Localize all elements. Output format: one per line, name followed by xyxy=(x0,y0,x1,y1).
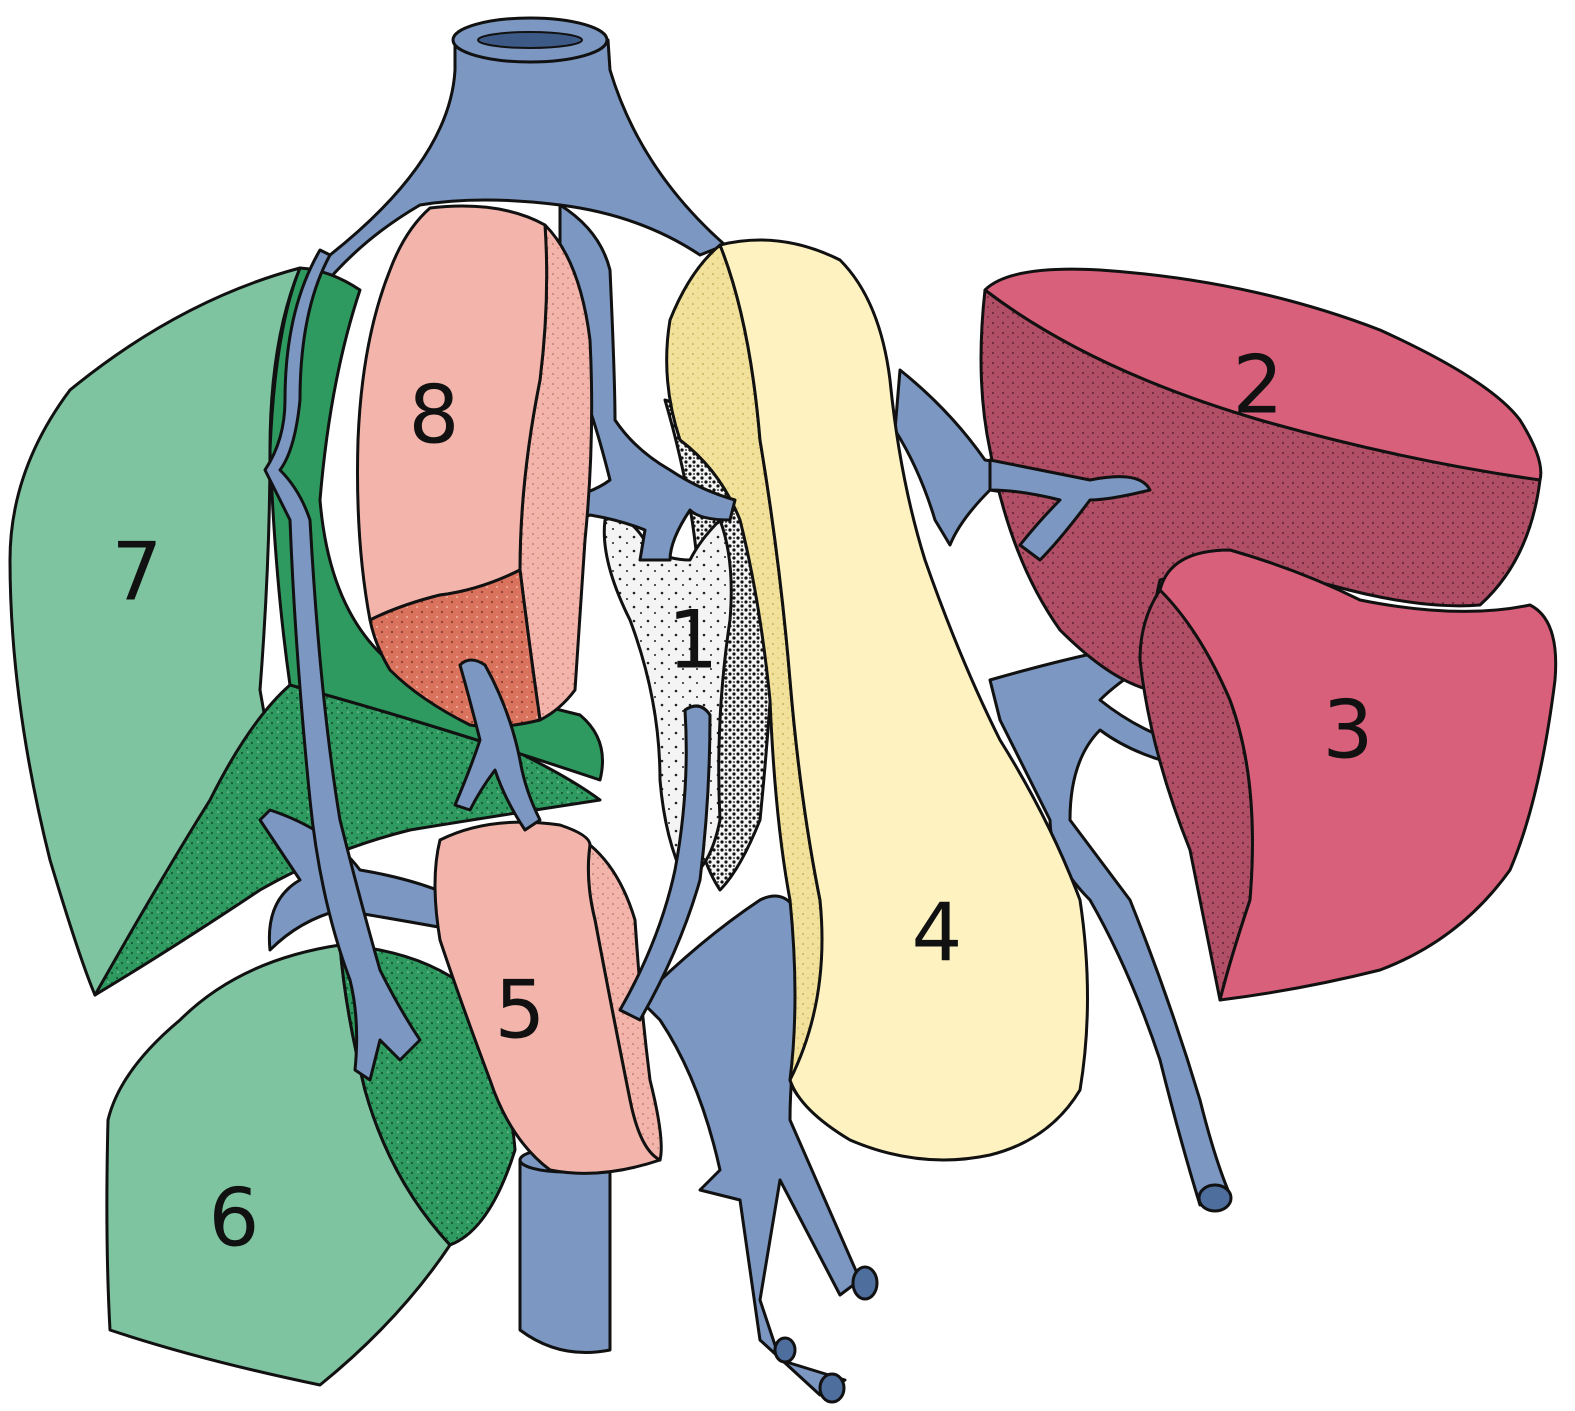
segment-label-7: 7 xyxy=(112,526,163,619)
portal-vein-main xyxy=(638,894,879,1404)
segment-2 xyxy=(979,267,1543,692)
segment-3 xyxy=(1138,548,1558,1002)
segment-label-5: 5 xyxy=(495,964,546,1057)
segment-4 xyxy=(665,238,1089,1162)
segment-label-2: 2 xyxy=(1233,339,1284,432)
segment-label-8: 8 xyxy=(409,369,460,462)
segment-labels: 1 2 3 4 5 6 7 8 xyxy=(112,339,1374,1265)
segment-8 xyxy=(356,204,594,729)
segment-label-6: 6 xyxy=(209,1172,260,1265)
portal-branches-overlay xyxy=(453,658,712,1022)
segment-label-3: 3 xyxy=(1323,684,1374,777)
vena-cava-upper xyxy=(308,16,727,292)
segment-label-4: 4 xyxy=(912,887,963,980)
segment-6 xyxy=(105,943,517,1387)
segment-label-1: 1 xyxy=(668,594,719,687)
hepatic-veins xyxy=(263,203,737,1082)
